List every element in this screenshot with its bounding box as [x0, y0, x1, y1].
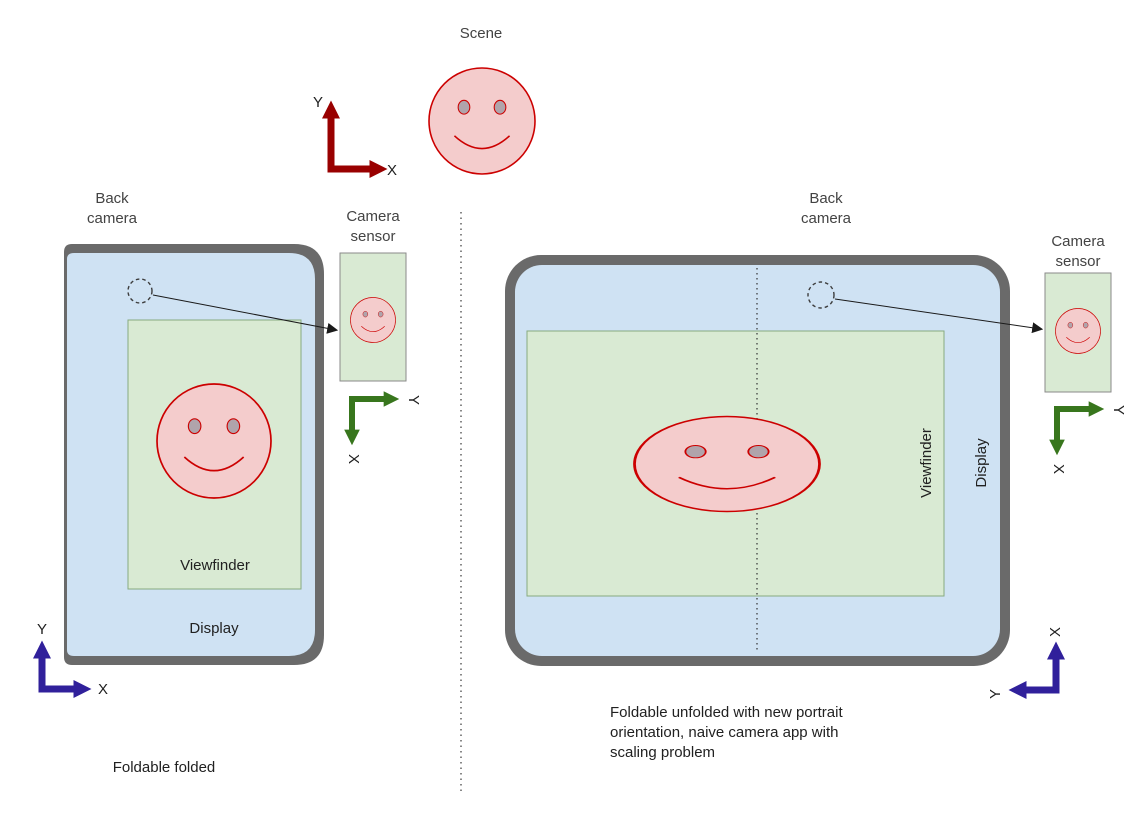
unfolded-sensor-face: [1055, 308, 1101, 354]
unfolded-sensor-axis-x-label: X: [1050, 464, 1067, 474]
unfolded-display-axis-x-label: X: [1047, 627, 1064, 637]
unfolded-back-camera-label-line2: camera: [801, 210, 852, 227]
unfolded-back-camera-label-line1: Back: [809, 190, 843, 207]
folded-back-camera-label-line1: Back: [95, 190, 129, 207]
scene-axis-y-label: Y: [313, 94, 323, 111]
unfolded-caption-line1: Foldable unfolded with new portrait: [610, 704, 843, 721]
unfolded-display-axis-y-label: Y: [987, 689, 1004, 699]
folded-sensor-face: [350, 297, 396, 343]
unfolded-viewfinder-face: [633, 415, 821, 513]
folded-viewfinder-label: Viewfinder: [180, 557, 250, 574]
folded-back-camera-label-line2: camera: [87, 210, 138, 227]
unfolded-caption-line2: orientation, naive camera app with: [610, 724, 838, 741]
folded-camera-lens-icon: [127, 278, 153, 304]
folded-viewfinder-face: [156, 383, 272, 499]
folded-camera-sensor-label-line1: Camera: [346, 208, 400, 225]
scene-label: Scene: [460, 25, 503, 42]
unfolded-camera-sensor-label-line2: sensor: [1055, 253, 1100, 270]
unfolded-phone-group: Back camera Viewfinder Display Camera se…: [505, 190, 1127, 761]
unfolded-sensor-axis-y-label: Y: [1110, 405, 1127, 415]
unfolded-camera-lens-icon: [807, 281, 835, 309]
folded-display-axis-y-label: Y: [37, 621, 47, 638]
folded-display-label: Display: [189, 620, 239, 637]
scene-group: Scene Y X: [313, 25, 536, 179]
unfolded-lens-to-sensor-arrow: [834, 298, 1044, 334]
unfolded-caption-line3: scaling problem: [610, 744, 715, 761]
unfolded-viewfinder-label: Viewfinder: [918, 428, 935, 498]
unfolded-display-label: Display: [973, 438, 990, 488]
folded-caption: Foldable folded: [113, 759, 216, 776]
folded-camera-sensor-label-line2: sensor: [350, 228, 395, 245]
folded-sensor-axis-y-label: Y: [405, 395, 422, 405]
scene-face: [428, 67, 536, 175]
unfolded-camera-sensor-label-line1: Camera: [1051, 233, 1105, 250]
folded-sensor-axis-x-label: X: [345, 454, 362, 464]
scene-axis-x-label: X: [387, 162, 397, 179]
folded-lens-to-sensor-arrow: [152, 294, 339, 334]
folded-phone-group: Back camera Viewfinder Display Camera se…: [32, 190, 422, 776]
folded-display-axis-x-label: X: [98, 681, 108, 698]
